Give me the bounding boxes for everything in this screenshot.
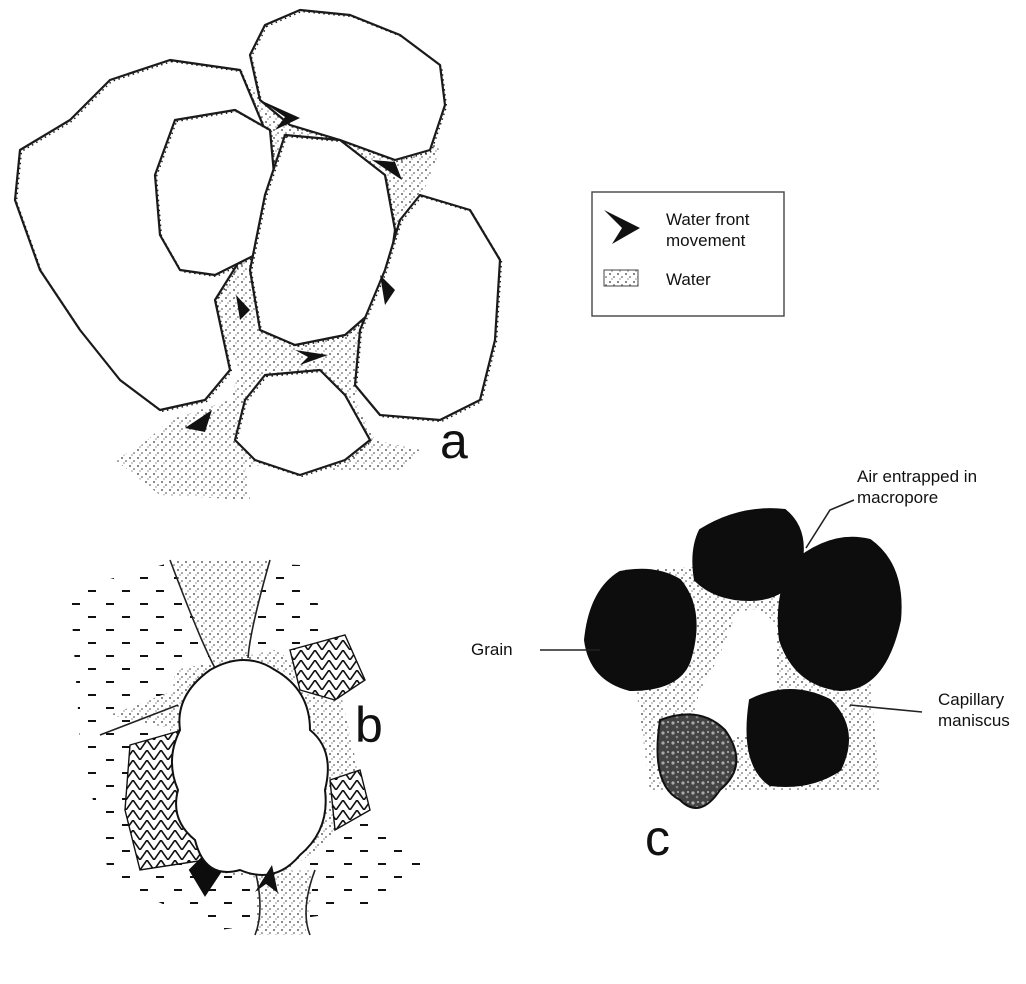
panel-a-letter: a — [440, 413, 468, 469]
panel-c-label-grain: Grain — [471, 640, 513, 659]
legend: Water front movement Water — [592, 192, 784, 316]
legend-water: Water — [666, 270, 711, 289]
panel-c-letter: c — [645, 810, 670, 866]
panel-c-grain-bottom-right — [748, 690, 849, 786]
panel-b: b — [70, 560, 440, 935]
panel-c-label-air-line1: Air entrapped in — [857, 467, 977, 486]
panel-a: a — [15, 10, 502, 500]
panel-a-water-seep — [115, 428, 250, 500]
legend-water-front-line2: movement — [666, 231, 746, 250]
panel-c-grain-bottom-left — [658, 714, 737, 808]
water-stipple-swatch-icon — [604, 270, 638, 286]
panel-b-letter: b — [355, 697, 383, 753]
panel-c-grain-right — [779, 538, 901, 690]
panel-c: Air entrapped in macropore Grain Capilla… — [471, 467, 1010, 866]
panel-c-label-capillary-line1: Capillary — [938, 690, 1005, 709]
panel-c-label-air-line2: macropore — [857, 488, 938, 507]
legend-water-front-line1: Water front — [666, 210, 750, 229]
panel-c-label-capillary-line2: maniscus — [938, 711, 1010, 730]
panel-c-grain-left — [585, 570, 696, 690]
